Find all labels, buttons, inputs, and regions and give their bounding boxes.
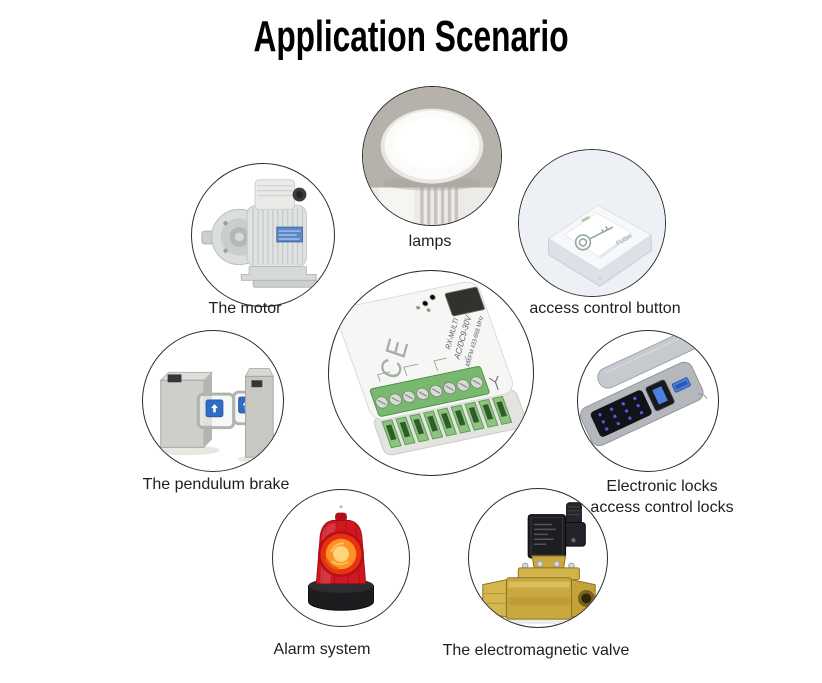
push-button-illustration: PUSH xyxy=(519,150,665,296)
solenoid-valve-photo xyxy=(468,488,608,628)
receiver-module-photo: CE RX-MULTI AC/DC9-30V AM/FM 433-868 MHz xyxy=(328,270,534,476)
electronic-locks-photo xyxy=(577,330,719,472)
lock-keypad xyxy=(590,390,652,437)
electronic-locks-label: Electronic locks access control locks xyxy=(590,476,733,518)
reader-screen xyxy=(251,380,263,388)
lamps-photo xyxy=(362,86,502,226)
pendulum-brake-label: The pendulum brake xyxy=(142,476,290,493)
antenna-symbol xyxy=(488,375,499,391)
alarm-system-label: Alarm system xyxy=(273,641,371,658)
electronic-lock-illustration xyxy=(580,331,708,447)
motor-illustration xyxy=(201,179,317,288)
alarm-beacon-photo xyxy=(272,489,410,627)
electronic-locks-label-line2: access control locks xyxy=(590,499,734,516)
receiver-module-illustration: CE RX-MULTI AC/DC9-30V AM/FM 433-868 MHz xyxy=(336,281,527,456)
ceiling-lamp-illustration xyxy=(363,87,501,225)
motor-photo xyxy=(191,163,335,307)
solenoid-valve-illustration xyxy=(482,502,596,625)
lamps-label: lamps xyxy=(408,233,452,250)
electromagnetic-valve-label: The electromagnetic valve xyxy=(442,642,630,659)
swing-gate-illustration xyxy=(152,367,282,464)
key-icon xyxy=(574,225,614,251)
electronic-locks-label-line1: Electronic locks xyxy=(606,478,718,495)
reader-screen xyxy=(167,374,182,383)
pendulum-brake-photo xyxy=(142,330,284,472)
access-control-button-label: access control button xyxy=(529,300,681,317)
solenoid-coil xyxy=(527,514,567,559)
alarm-beacon-illustration xyxy=(307,505,375,611)
led-indicator xyxy=(581,216,590,222)
flange-bolts xyxy=(521,560,575,570)
module-window xyxy=(444,286,485,317)
motor-label: The motor xyxy=(208,300,282,317)
access-control-button-photo: PUSH xyxy=(518,149,666,297)
page-title: Application Scenario xyxy=(253,12,569,61)
curtain-stripes xyxy=(420,187,459,225)
